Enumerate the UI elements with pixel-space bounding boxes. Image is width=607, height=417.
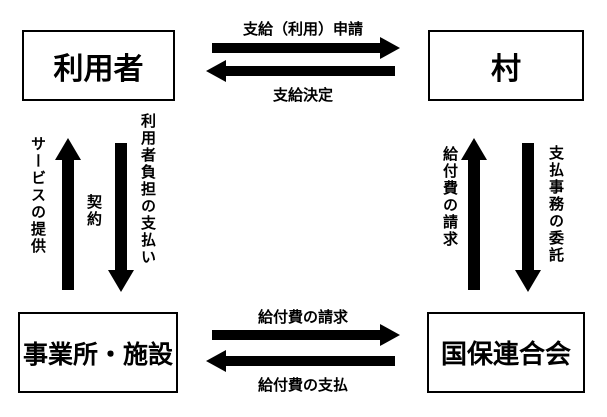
- provider-node: 事業所・施設: [18, 312, 178, 393]
- federation-node-label: 国保連合会: [440, 340, 571, 370]
- payment-arrow: [206, 350, 395, 372]
- apply-label: 支給（利用）申請: [242, 20, 363, 38]
- claim-to-village-arrow: [461, 138, 487, 290]
- village-node: 村: [428, 30, 584, 101]
- provider-node-label: 事業所・施設: [22, 339, 173, 369]
- claim-to-village-label: 給付費の請求: [441, 146, 459, 248]
- federation-node: 国保連合会: [427, 312, 585, 393]
- copay-arrow: [108, 143, 134, 292]
- copay-label: 利用者負担の支払い: [139, 113, 157, 266]
- user-node: 利用者: [22, 30, 175, 101]
- claim-to-federation-label: 給付費の請求: [257, 308, 348, 326]
- service-label: サービスの提供: [29, 136, 47, 255]
- village-node-label: 村: [491, 51, 521, 87]
- decision-label: 支給決定: [272, 86, 333, 104]
- contract-label: 契約: [85, 194, 103, 228]
- delegate-label: 支払事務の委託: [547, 145, 565, 264]
- claim-to-federation-arrow: [212, 324, 400, 346]
- decision-arrow: [206, 60, 395, 82]
- payment-label: 給付費の支払: [257, 376, 348, 394]
- user-node-label: 利用者: [53, 51, 144, 87]
- delegate-arrow: [515, 143, 541, 292]
- service-arrow: [55, 138, 81, 290]
- apply-arrow: [212, 37, 400, 59]
